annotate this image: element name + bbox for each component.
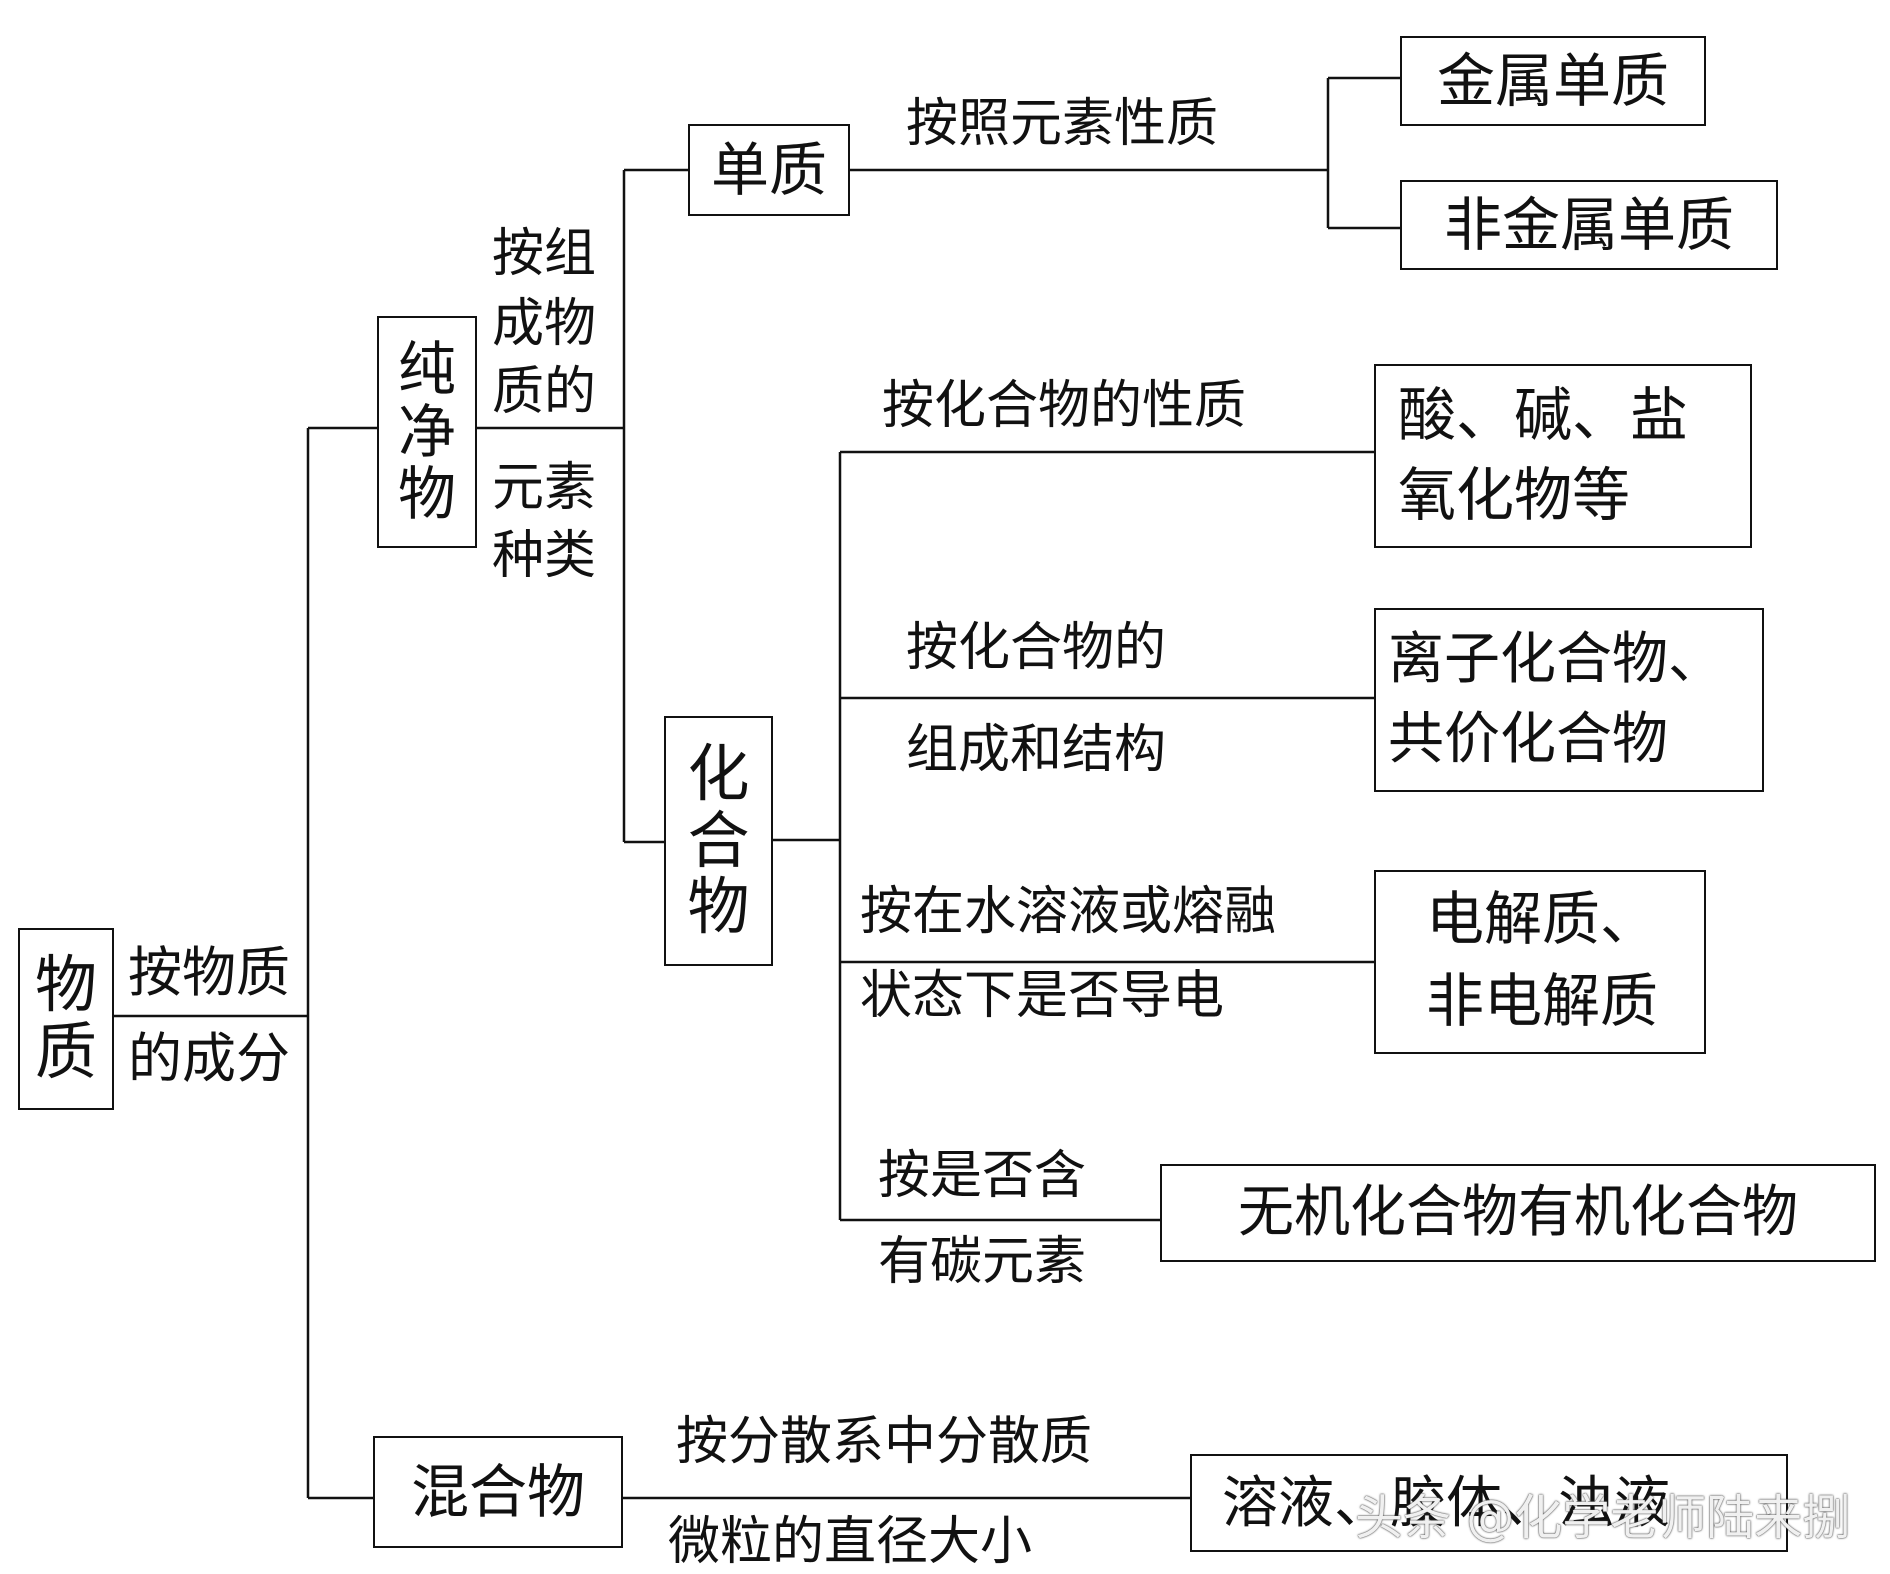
pure-criterion-line2: 成物 xyxy=(492,294,597,354)
branch1-criterion: 按化合物的性质 xyxy=(882,376,1247,436)
element-box: 单质 xyxy=(688,124,850,216)
compound-char: 合 xyxy=(687,803,750,877)
mixture-criterion-line1: 按分散系中分散质 xyxy=(676,1412,1093,1472)
mixture-box: 混合物 xyxy=(373,1436,623,1548)
nonmetal-element-box: 非金属单质 xyxy=(1400,180,1778,270)
root-criterion-line1: 按物质 xyxy=(128,941,290,1004)
branch4-criterion-line2: 有碳元素 xyxy=(878,1232,1087,1292)
branch3-result-line2: 非电解质 xyxy=(1426,967,1659,1035)
root-criterion-line2: 的成分 xyxy=(128,1027,290,1090)
root-char: 质 xyxy=(34,1015,97,1088)
mixture-criterion-line2: 微粒的直径大小 xyxy=(668,1512,1033,1572)
pure-char: 纯 xyxy=(397,335,456,404)
pure-criterion-line4: 元素 xyxy=(492,458,597,518)
branch2-criterion-line2: 组成和结构 xyxy=(906,720,1167,780)
branch3-result-box: 电解质、 非电解质 xyxy=(1374,870,1706,1054)
branch4-result-label: 无机化合物有机化合物 xyxy=(1238,1179,1798,1245)
branch4-result-box: 无机化合物有机化合物 xyxy=(1160,1164,1876,1262)
branch2-result-box: 离子化合物、 共价化合物 xyxy=(1374,608,1764,792)
element-criterion: 按照元素性质 xyxy=(906,94,1219,154)
branch2-result-line1: 离子化合物、 xyxy=(1388,627,1724,692)
mixture-label: 混合物 xyxy=(410,1457,585,1526)
branch1-result-line1: 酸、碱、盐 xyxy=(1398,381,1689,449)
mixture-result-box: 溶液、胶体、浊液 xyxy=(1190,1454,1788,1552)
branch3-criterion-line2: 状态下是否导电 xyxy=(860,966,1225,1026)
branch2-result-line2: 共价化合物 xyxy=(1388,707,1668,772)
element-label: 单质 xyxy=(710,135,827,204)
pure-criterion-line5: 种类 xyxy=(492,526,597,586)
pure-char: 净 xyxy=(397,397,456,466)
pure-criterion-line3: 质的 xyxy=(492,362,597,422)
watermark-text: 头条 @化学老师陆来捌 xyxy=(1355,1490,1851,1546)
branch1-result-line2: 氧化物等 xyxy=(1398,461,1631,529)
root-box: 物 质 xyxy=(18,928,114,1110)
pure-criterion-line1: 按组 xyxy=(492,224,597,284)
compound-char: 化 xyxy=(687,736,750,810)
branch3-criterion-line1: 按在水溶液或熔融 xyxy=(860,882,1277,942)
branch3-result-line1: 电解质、 xyxy=(1426,885,1659,953)
branch1-result-box: 酸、碱、盐 氧化物等 xyxy=(1374,364,1752,548)
root-char: 物 xyxy=(34,948,97,1022)
pure-char: 物 xyxy=(397,460,456,529)
pure-substance-box: 纯 净 物 xyxy=(377,316,477,548)
nonmetal-element-label: 非金属单质 xyxy=(1443,190,1734,259)
metal-element-label: 金属单质 xyxy=(1436,46,1669,115)
mixture-result-label: 溶液、胶体、浊液 xyxy=(1222,1471,1670,1536)
compound-char: 物 xyxy=(687,870,750,944)
branch2-criterion-line1: 按化合物的 xyxy=(906,618,1167,678)
metal-element-box: 金属单质 xyxy=(1400,36,1706,126)
branch4-criterion-line1: 按是否含 xyxy=(878,1146,1087,1206)
compound-box: 化 合 物 xyxy=(664,716,773,966)
